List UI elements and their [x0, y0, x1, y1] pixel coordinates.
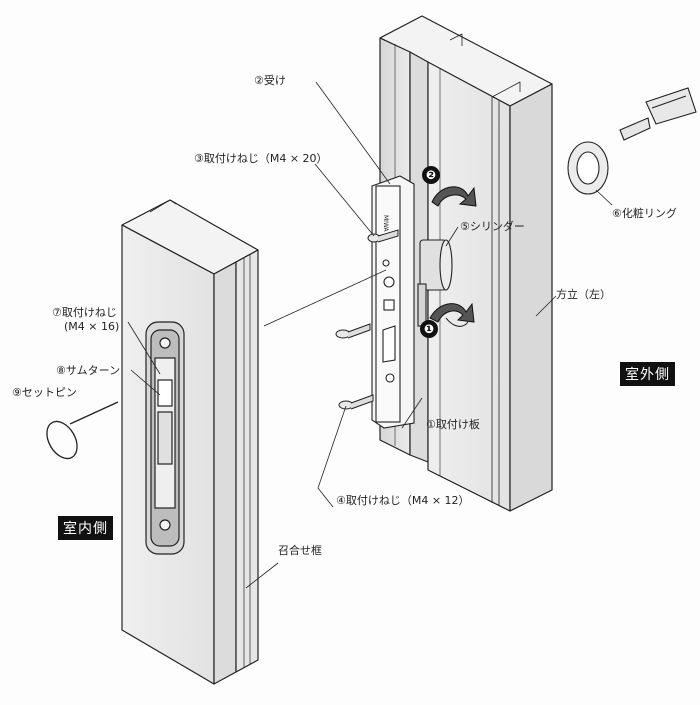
plate-brand-text: MIWA: [382, 215, 389, 233]
screw-m4x12-upper: [335, 323, 371, 339]
label-mount-plate: ①取付け板: [426, 418, 480, 431]
step-2-marker: ❷: [422, 166, 440, 184]
label-mount-screw-inner-line1: ⑦取付けねじ: [52, 306, 117, 319]
label-indoor-side: 室内側: [58, 516, 113, 540]
mount-plate-drawing: MIWA: [371, 175, 415, 429]
label-outdoor-side: 室外側: [620, 362, 675, 386]
label-trim-ring: ⑥化粧リング: [612, 207, 677, 220]
screw-m4x12-lower: [338, 394, 374, 410]
thumb-turn-plate: [145, 321, 185, 555]
label-meeting-frame: 召合せ框: [278, 544, 322, 557]
screws: [335, 229, 399, 410]
leader-lines: [127, 81, 613, 589]
set-pin: [46, 401, 119, 460]
key-and-ring: [567, 87, 697, 195]
label-thumb-turn: ⑧サムターン: [56, 364, 121, 377]
label-screw-receiver: ③取付けねじ（M4 × 20）: [194, 152, 328, 165]
cylinder-drawing: [417, 239, 453, 327]
label-screw-plate: ④取付けねじ（M4 × 12）: [336, 494, 470, 507]
label-set-pin: ⑨セットピン: [12, 386, 77, 399]
label-receiver: ②受け: [254, 74, 286, 87]
left-frame: [121, 199, 259, 685]
screw-m4x20: [367, 229, 399, 243]
rotation-arrows: [429, 186, 477, 327]
label-frame-left: 方立（左）: [556, 288, 611, 301]
label-cylinder: ⑤シリンダー: [460, 220, 525, 233]
label-mount-screw-inner-line2: (M4 × 16): [64, 320, 120, 333]
step-1-marker: ❶: [420, 320, 438, 338]
